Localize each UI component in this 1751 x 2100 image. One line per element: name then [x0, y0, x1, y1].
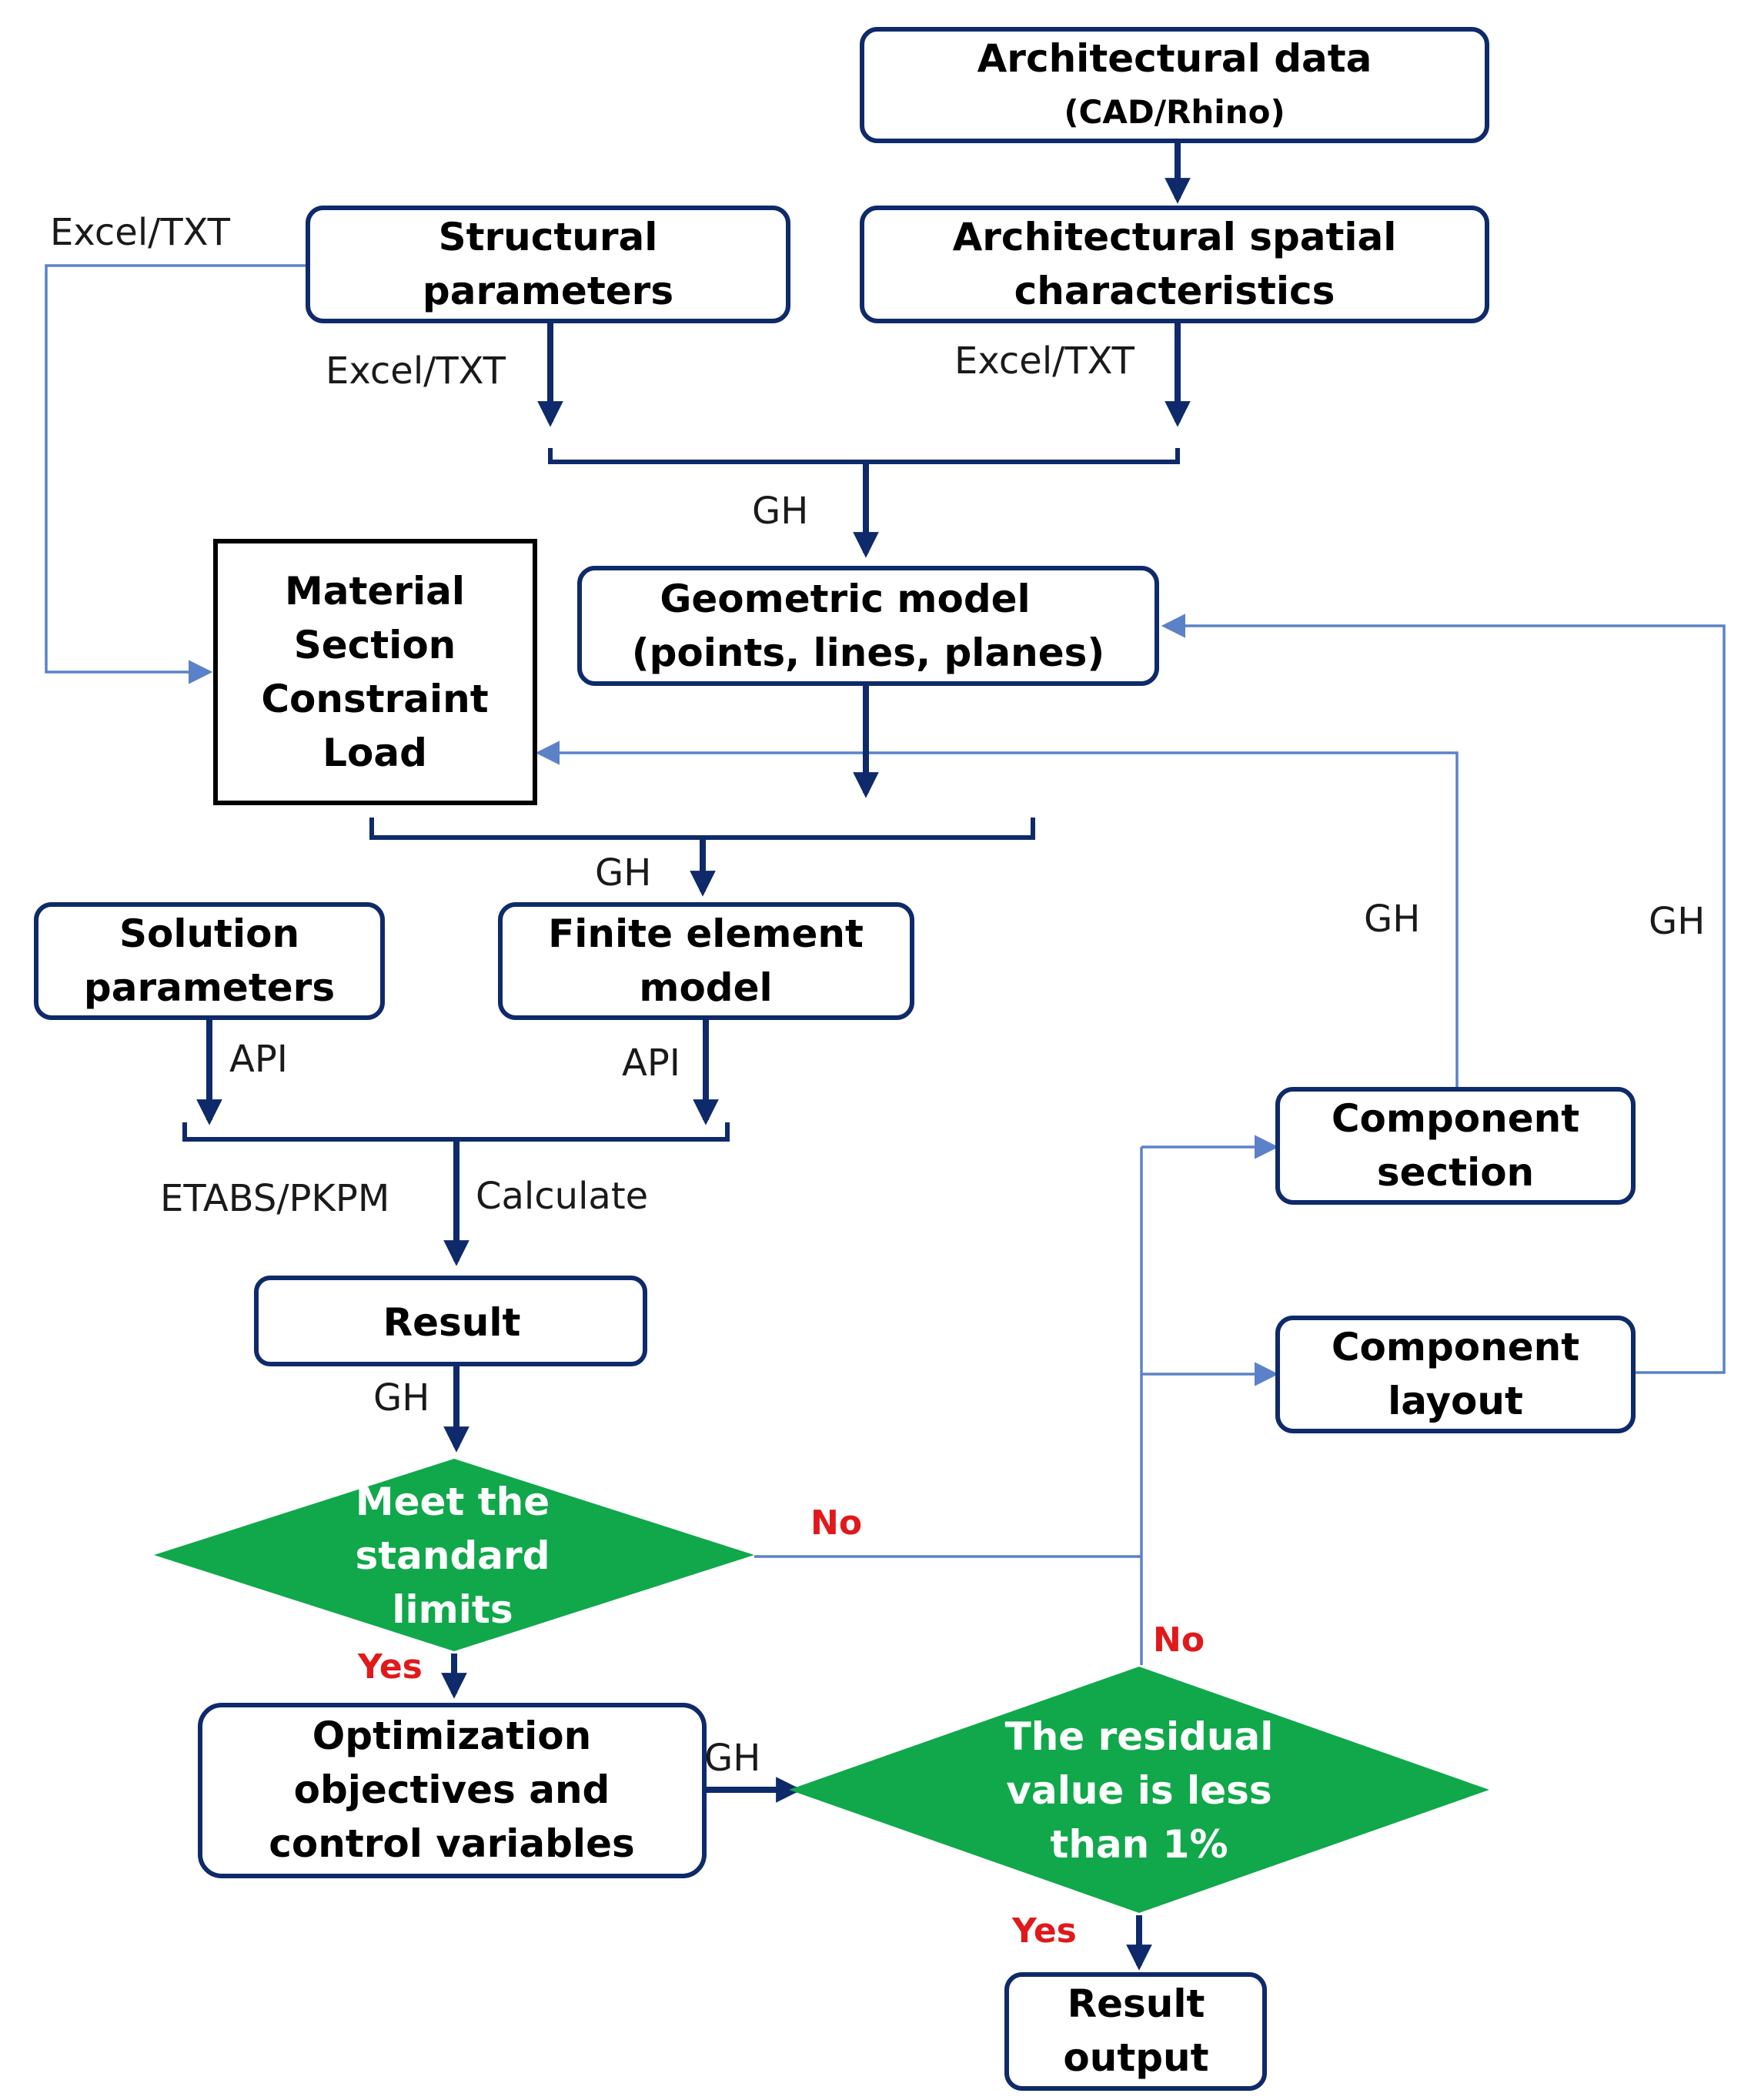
node-optimization: Optimization objectives and control vari… — [198, 1703, 707, 1878]
label-excel-txt-structural: Excel/TXT — [326, 349, 506, 393]
result-output-line1: Result — [1068, 1981, 1205, 2026]
label-no-residual: No — [1153, 1620, 1205, 1660]
result-label: Result — [383, 1300, 521, 1345]
merge-bracket-1 — [548, 448, 1180, 464]
label-gh-optimization: GH — [704, 1737, 760, 1780]
solution-parameters-line1: Solution — [119, 911, 299, 956]
node-structural-parameters: Structural parameters — [306, 206, 790, 323]
structural-parameters-line2: parameters — [423, 269, 673, 313]
node-material-section-box: Material Section Constraint Load — [213, 539, 537, 805]
label-gh-component-layout: GH — [1649, 900, 1705, 943]
merge-bracket-2 — [369, 818, 1035, 840]
architectural-data-subtitle: (CAD/Rhino) — [1064, 93, 1285, 131]
node-solution-parameters: Solution parameters — [34, 902, 385, 1020]
optimization-line1: Optimization — [312, 1714, 591, 1758]
edge-layout-to-geometric — [1161, 614, 1726, 1374]
fem-line1: Finite element — [548, 911, 864, 956]
label-yes-residual: Yes — [1011, 1911, 1077, 1951]
node-architectural-data: Architectural data (CAD/Rhino) — [860, 27, 1489, 143]
label-excel-txt-left: Excel/TXT — [50, 211, 231, 254]
architectural-spatial-line1: Architectural spatial — [953, 215, 1397, 259]
edge-section-to-material — [535, 741, 1459, 1087]
edge-structural-to-material — [45, 264, 308, 684]
merge-bracket-3 — [182, 1122, 730, 1142]
label-gh-component-section: GH — [1364, 898, 1420, 941]
node-architectural-spatial: Architectural spatial characteristics — [860, 206, 1489, 323]
label-gh-geometric: GH — [752, 490, 808, 533]
component-section-line2: section — [1377, 1150, 1534, 1195]
node-geometric-model: Geometric model (points, lines, planes) — [577, 566, 1159, 686]
residual-line2: value is less — [1006, 1768, 1271, 1813]
meet-limits-line1: Meet the — [356, 1480, 550, 1524]
architectural-data-title: Architectural data — [977, 36, 1372, 81]
result-output-line2: output — [1063, 2035, 1208, 2080]
label-api-fem: API — [622, 1042, 680, 1085]
label-yes-limits: Yes — [357, 1647, 423, 1687]
component-section-line1: Component — [1332, 1096, 1579, 1141]
meet-limits-line3: limits — [392, 1587, 513, 1632]
residual-line1: The residual — [1005, 1714, 1274, 1759]
constraint-label: Constraint — [261, 677, 488, 721]
label-etabs-pkpm: ETABS/PKPM — [160, 1177, 389, 1220]
fem-line2: model — [639, 965, 772, 1010]
residual-line3: than 1% — [1050, 1822, 1228, 1867]
label-gh-result: GH — [373, 1376, 429, 1420]
node-component-layout: Component layout — [1275, 1316, 1636, 1433]
load-label: Load — [322, 731, 427, 775]
component-layout-line1: Component — [1332, 1325, 1579, 1369]
optimization-line3: control variables — [269, 1821, 635, 1866]
solution-parameters-line2: parameters — [84, 965, 335, 1010]
label-excel-txt-spatial: Excel/TXT — [954, 339, 1135, 383]
label-no-limits: No — [810, 1503, 862, 1543]
architectural-spatial-line2: characteristics — [1014, 269, 1335, 313]
node-meet-limits-decision: Meet the standard limits — [154, 1459, 754, 1651]
geometric-model-line2: (points, lines, planes) — [632, 630, 1105, 675]
label-calculate: Calculate — [476, 1175, 648, 1218]
node-finite-element-model: Finite element model — [498, 902, 914, 1020]
material-label: Material — [285, 569, 465, 614]
label-api-solution: API — [229, 1038, 288, 1081]
node-result-output: Result output — [1004, 1972, 1267, 2091]
structural-parameters-line1: Structural — [439, 215, 658, 259]
optimization-line2: objectives and — [294, 1767, 610, 1812]
geometric-model-line1: Geometric model — [660, 577, 1030, 621]
section-label: Section — [294, 623, 456, 667]
node-residual-decision: The residual value is less than 1% — [789, 1667, 1489, 1913]
node-result: Result — [254, 1276, 647, 1366]
meet-limits-line2: standard — [356, 1533, 550, 1578]
node-component-section: Component section — [1275, 1087, 1636, 1205]
label-gh-fem: GH — [595, 851, 651, 895]
component-layout-line2: layout — [1388, 1379, 1523, 1423]
